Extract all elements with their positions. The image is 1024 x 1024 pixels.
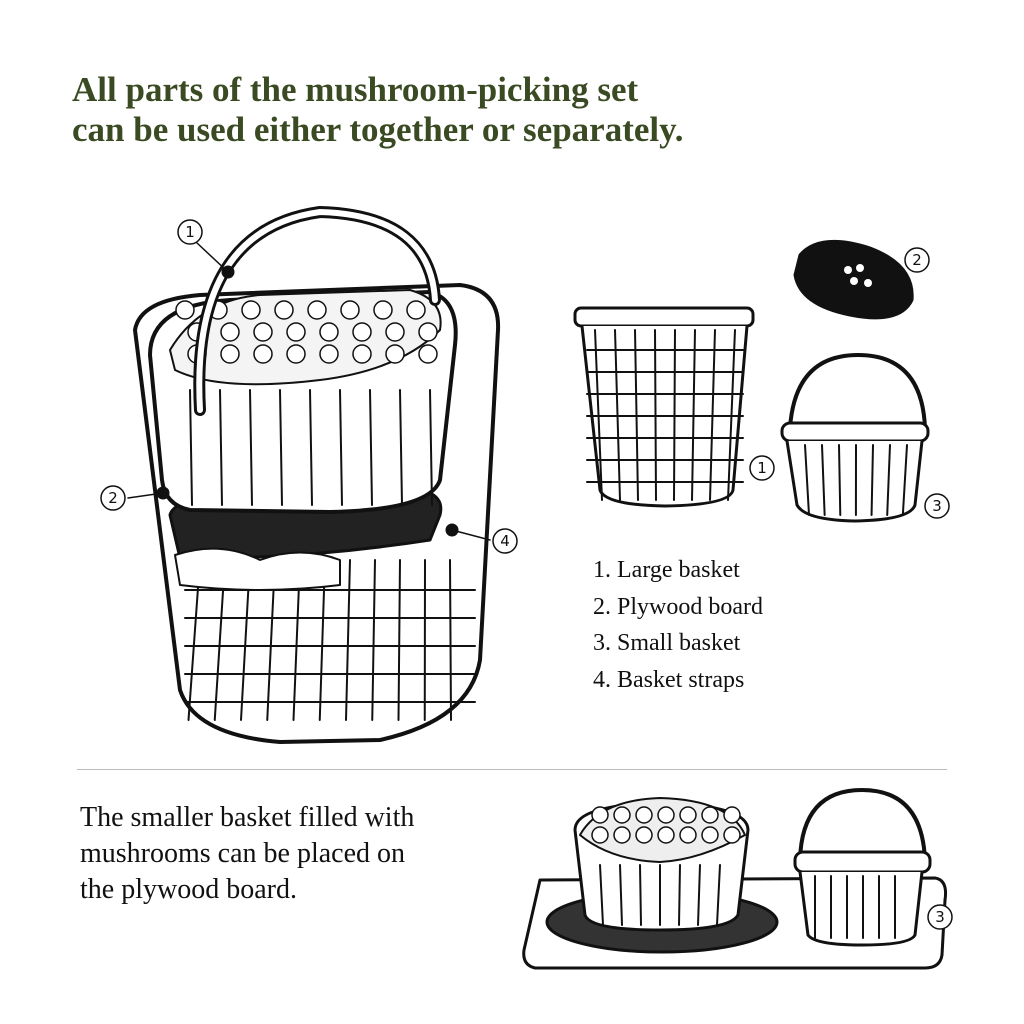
plywood-board-standalone	[793, 239, 914, 320]
section-divider	[77, 769, 947, 770]
assembled-basket-set	[127, 206, 501, 744]
svg-text:3: 3	[935, 908, 945, 926]
caption-line-2: mushrooms can be placed on	[80, 838, 406, 869]
large-basket-standalone	[573, 306, 755, 508]
svg-text:2: 2	[108, 489, 118, 507]
callout-2-board: 2	[100, 485, 126, 511]
lower-mushrooms	[174, 547, 341, 591]
svg-text:1: 1	[757, 459, 767, 477]
callout-plywood-board: 2	[904, 247, 930, 273]
parts-legend: 1. Large basket 2. Plywood board 3. Smal…	[593, 552, 763, 698]
bottom-caption: The smaller basket filled with mushrooms…	[80, 800, 414, 908]
caption-line-3: the plywood board.	[80, 874, 297, 905]
legend-item-large-basket: 1. Large basket	[593, 557, 740, 583]
caption-line-1: The smaller basket filled with	[80, 802, 415, 833]
svg-text:4: 4	[500, 532, 510, 550]
legend-item-small-basket: 3. Small basket	[593, 630, 741, 656]
small-basket-slats	[189, 389, 433, 506]
legend-item-plywood-board: 2. Plywood board	[593, 593, 763, 620]
svg-text:1: 1	[185, 223, 195, 241]
title-line-2: can be used either together or separatel…	[72, 110, 684, 149]
svg-text:2: 2	[912, 251, 922, 269]
legend-item-basket-straps: 4. Basket straps	[593, 666, 745, 693]
top-mushrooms	[169, 289, 442, 386]
bottom-scene	[522, 788, 947, 970]
small-basket-standalone	[780, 353, 930, 523]
callout-1-handle: 1	[177, 219, 203, 245]
svg-text:3: 3	[932, 497, 942, 515]
callout-bottom-small-basket: 3	[927, 904, 953, 930]
page-title: All parts of the mushroom-picking set ca…	[72, 70, 683, 150]
callout-4-straps: 4	[492, 528, 518, 554]
callout-large-basket: 1	[749, 455, 775, 481]
callout-small-basket: 3	[924, 493, 950, 519]
title-line-1: All parts of the mushroom-picking set	[72, 70, 639, 109]
